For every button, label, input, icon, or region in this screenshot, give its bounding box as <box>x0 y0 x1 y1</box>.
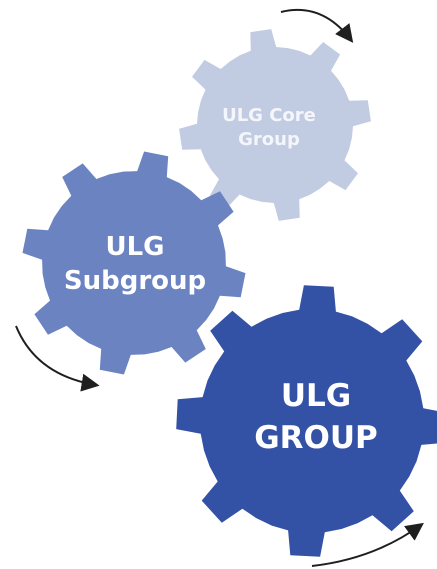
gear-group <box>176 285 437 557</box>
gear-core-label: ULG Core Group <box>209 98 329 158</box>
gear-subgroup <box>22 151 246 375</box>
rotation-arrow-bottom <box>311 522 424 567</box>
gear-subgroup-label-line1: ULG <box>105 232 165 262</box>
gear-group-label-line1: ULG <box>280 378 352 414</box>
gear-group-label: ULG GROUP <box>236 367 396 467</box>
gear-subgroup-label-line2: Subgroup <box>63 266 207 296</box>
gear-subgroup-label: ULG Subgroup <box>55 222 215 306</box>
rotation-arrow-top <box>280 8 354 43</box>
gear-group-label-line2: GROUP <box>254 420 378 456</box>
gear-core-label-line1: ULG Core <box>222 105 316 126</box>
rotation-arrow-left <box>15 325 100 392</box>
gear-core <box>179 29 371 221</box>
gear-core-label-line2: Group <box>238 129 300 150</box>
